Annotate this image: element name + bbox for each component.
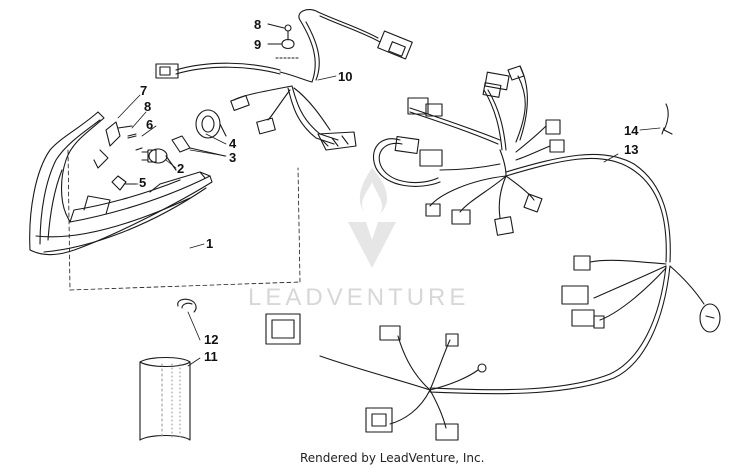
watermark-text: LEADVENTURE [248,284,470,311]
callout-leaders-left [117,94,227,185]
callout-5: 5 [139,175,147,190]
callout-7: 7 [140,83,148,98]
leader-10 [317,75,337,81]
leader-1 [189,243,205,249]
callout-6: 6 [146,117,154,132]
bulb [141,148,177,171]
screw-and-clamp [267,23,299,59]
callout-4: 4 [229,136,237,151]
render-credit: Rendered by LeadVenture, Inc. [300,451,485,465]
callout-3: 3 [229,150,237,165]
callout-9: 9 [254,37,262,52]
callout-10: 10 [338,69,353,84]
main-harness [265,65,721,441]
bulb-clip [171,135,226,157]
dust-cover [195,109,227,139]
callout-12: 12 [204,332,219,347]
flame-v-logo [348,168,396,268]
leader-14 [639,127,661,131]
callout-1: 1 [206,236,214,251]
callout-14: 14 [624,123,639,138]
leader-12 [187,311,201,341]
headlight-housing [29,111,213,256]
assembly-1-bracket [67,149,301,291]
callout-11: 11 [204,349,218,364]
position-lamp [111,175,137,191]
leader-13 [603,153,619,163]
leader-11 [187,357,201,367]
callout-13: 13 [624,142,639,157]
ring-clip [177,298,197,313]
callout-8-top: 8 [254,17,262,32]
headlight-harness [155,9,413,151]
callout-8-left: 8 [144,99,152,114]
protective-sleeve [139,356,191,441]
callout-2: 2 [177,161,185,176]
harness-clip [661,103,673,135]
mount-bracket [93,121,143,169]
